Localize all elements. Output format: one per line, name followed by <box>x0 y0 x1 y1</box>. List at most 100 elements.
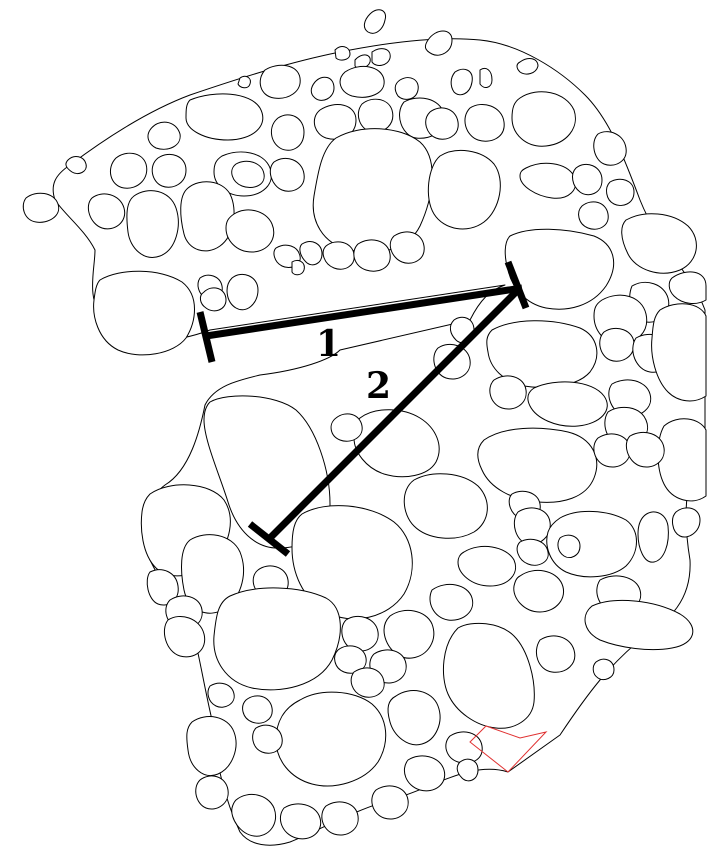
stone <box>625 432 665 468</box>
stone <box>593 433 631 468</box>
stone <box>477 427 598 503</box>
stone <box>237 75 251 89</box>
measurement-1 <box>196 260 530 363</box>
measurement-1-line <box>205 284 523 340</box>
stone <box>151 154 187 188</box>
stone <box>280 803 322 840</box>
stone <box>291 259 305 276</box>
stone <box>207 682 235 708</box>
stone <box>185 93 264 141</box>
stone <box>371 48 391 66</box>
stone <box>668 271 707 304</box>
stone <box>363 9 387 34</box>
stone <box>242 695 273 724</box>
stone <box>429 583 474 621</box>
stone <box>65 156 87 175</box>
stone <box>519 162 576 199</box>
measurement-2 <box>247 287 521 557</box>
stone <box>341 616 379 652</box>
stone <box>199 287 227 312</box>
stone <box>371 785 409 820</box>
stone <box>231 793 276 837</box>
stone <box>606 178 635 206</box>
stone <box>22 192 60 223</box>
stone <box>330 413 363 442</box>
measurement-1-label: 1 <box>316 323 341 365</box>
stone <box>93 270 195 356</box>
stone <box>180 181 235 252</box>
stone <box>457 545 516 587</box>
stone <box>310 76 335 101</box>
stone <box>259 64 301 99</box>
stone <box>350 667 385 698</box>
stone <box>672 507 701 538</box>
stone <box>557 534 581 559</box>
stone <box>195 775 229 810</box>
stone <box>621 213 697 274</box>
stone <box>445 731 483 764</box>
stone <box>456 758 479 782</box>
stone <box>511 91 576 147</box>
stone <box>593 131 627 166</box>
stone <box>651 303 707 402</box>
stone <box>464 104 505 142</box>
stone <box>322 241 355 270</box>
stone <box>489 375 527 410</box>
measurement-2-line <box>265 287 521 543</box>
highlighted-region <box>469 725 548 773</box>
stone <box>147 121 181 150</box>
stone <box>403 473 488 539</box>
stone <box>299 241 323 266</box>
stone <box>442 622 535 729</box>
stone <box>513 507 551 545</box>
stone <box>252 724 283 754</box>
stone <box>334 46 351 61</box>
stone <box>87 193 126 230</box>
stone <box>226 274 259 311</box>
stone <box>353 239 391 272</box>
stone <box>394 77 419 100</box>
stone <box>637 511 669 563</box>
measurement-2-label: 2 <box>366 365 391 407</box>
stone <box>425 107 459 140</box>
stone <box>389 231 425 264</box>
stone <box>225 209 275 253</box>
measurement-1-end-cap-left <box>196 311 216 363</box>
stone <box>578 201 609 230</box>
stone <box>357 98 394 133</box>
stone <box>339 65 385 98</box>
stone <box>513 569 564 613</box>
stone <box>516 58 539 75</box>
stone <box>109 152 148 189</box>
stone <box>527 381 608 427</box>
stone <box>592 658 615 681</box>
stone <box>536 635 576 673</box>
stone <box>479 67 493 88</box>
stone <box>516 538 549 566</box>
stone <box>383 609 435 659</box>
stone <box>126 190 179 258</box>
stone <box>275 691 387 787</box>
stone <box>387 690 441 746</box>
stone <box>572 164 603 196</box>
stone <box>546 510 637 578</box>
stone <box>186 716 237 776</box>
stone <box>164 616 206 658</box>
measurement-1-end-cap-right <box>504 260 530 310</box>
stone <box>291 505 413 620</box>
stone <box>404 755 446 792</box>
stone <box>450 68 473 96</box>
stone <box>599 328 635 362</box>
stone <box>269 158 305 192</box>
stone <box>424 30 453 56</box>
stone <box>271 114 305 151</box>
stone <box>321 801 359 836</box>
measurement-2-end-cap <box>247 521 291 557</box>
stone <box>231 160 265 188</box>
stone <box>213 587 341 691</box>
stone <box>427 149 501 230</box>
stone <box>433 344 471 380</box>
stone <box>584 599 694 651</box>
